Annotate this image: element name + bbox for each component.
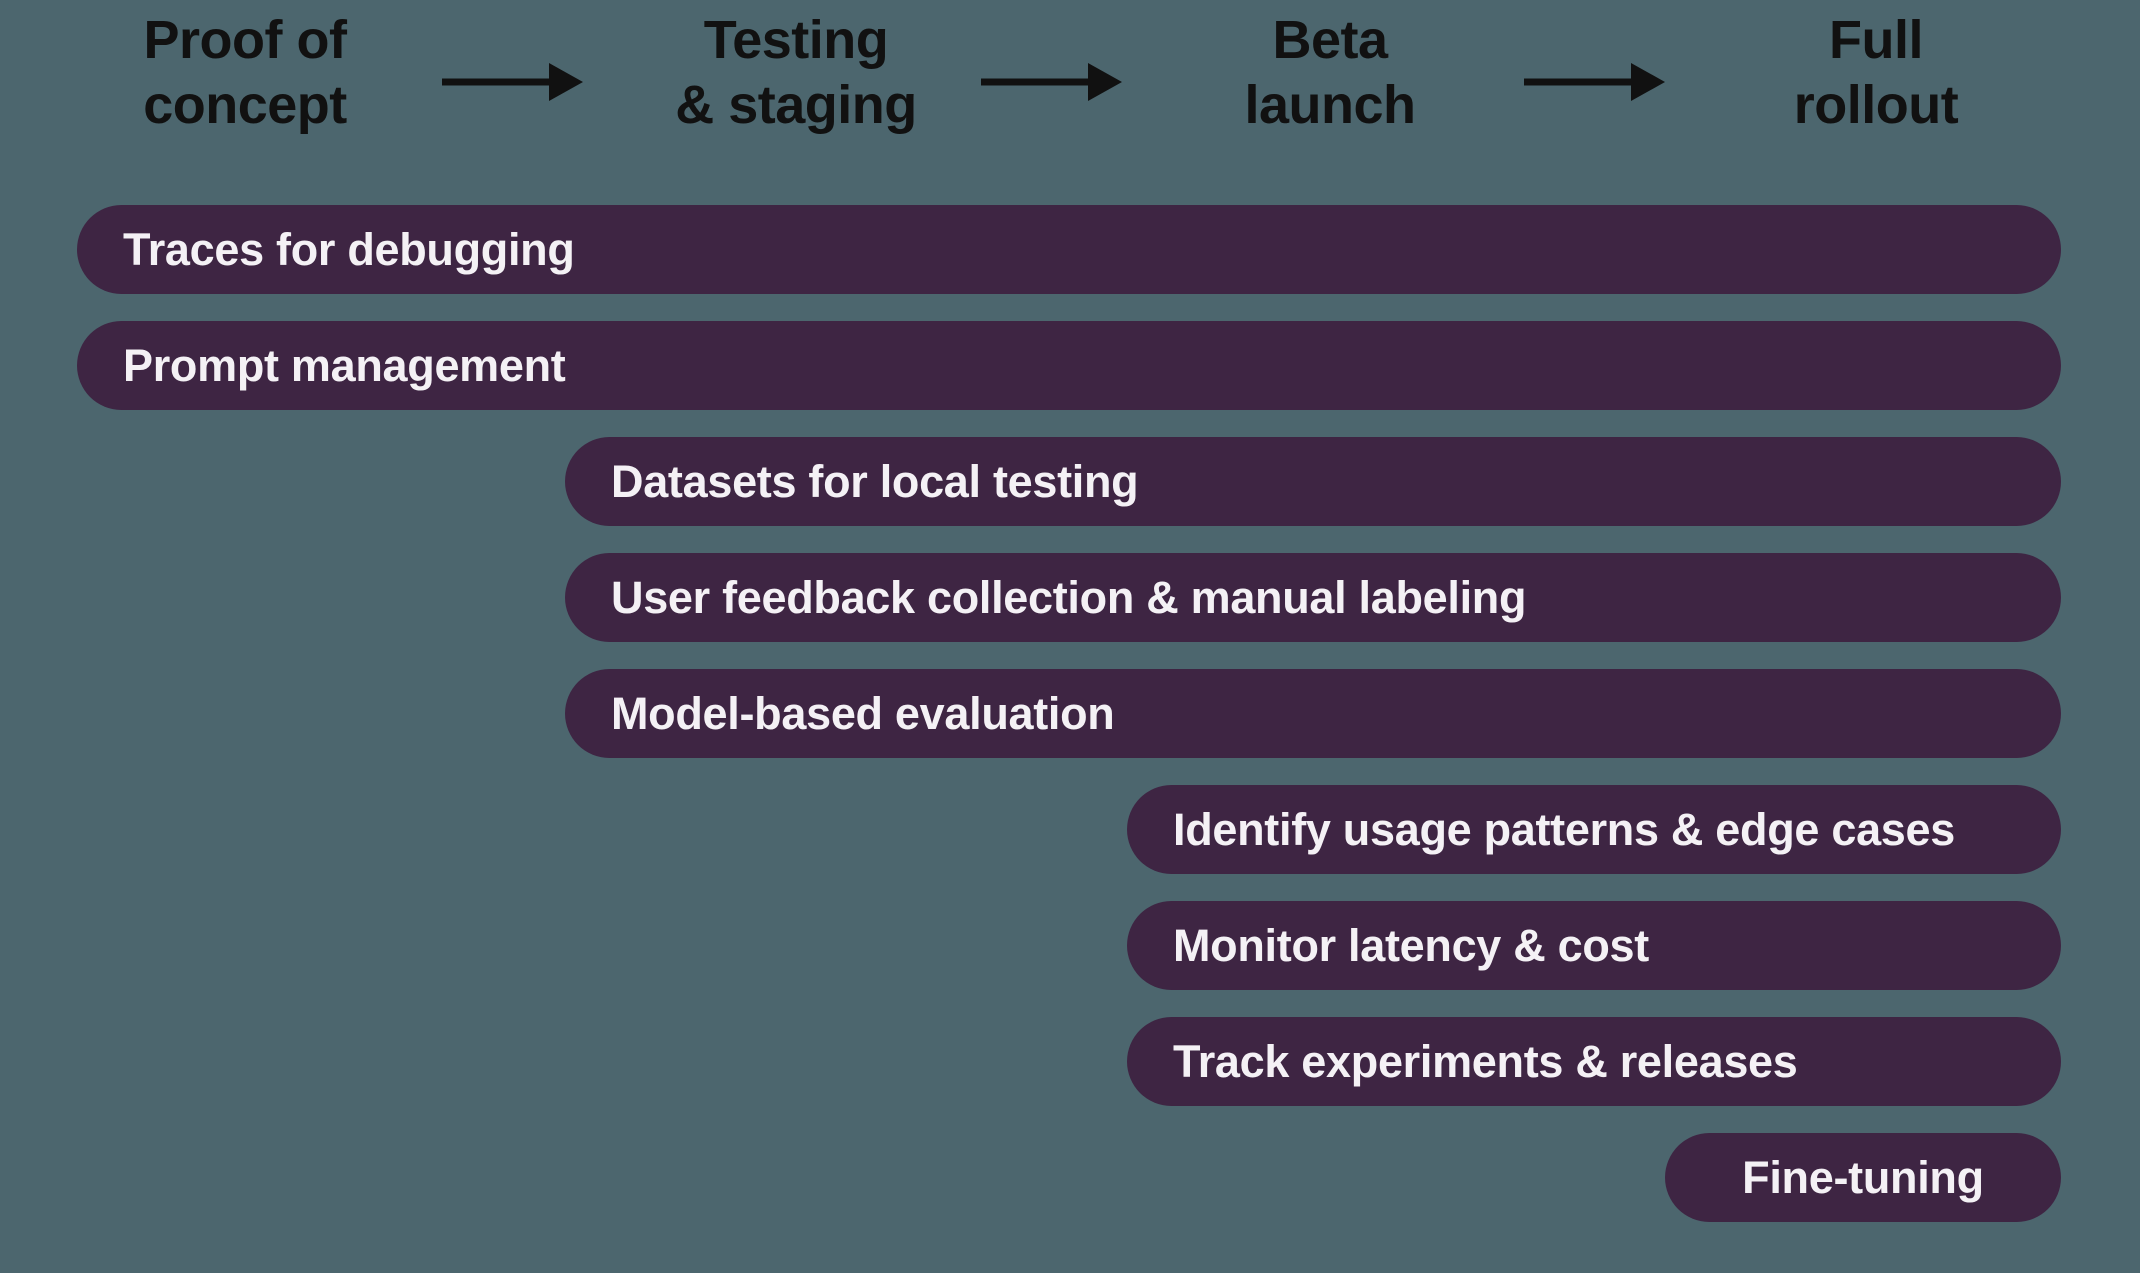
bar-model-based-evaluation: Model-based evaluation	[565, 669, 2061, 758]
bar-identify-usage-patterns: Identify usage patterns & edge cases	[1127, 785, 2061, 874]
stage-header-beta-launch: Beta launch	[1244, 10, 1416, 135]
stage-header-testing-staging: Testing & staging	[675, 10, 917, 135]
bar-datasets-for-local-testing: Datasets for local testing	[565, 437, 2061, 526]
bar-user-feedback-collection: User feedback collection & manual labeli…	[565, 553, 2061, 642]
bar-fine-tuning: Fine-tuning	[1665, 1133, 2061, 1222]
bar-traces-for-debugging: Traces for debugging	[77, 205, 2061, 294]
bar-track-experiments-releases: Track experiments & releases	[1127, 1017, 2061, 1106]
arrow-right-icon	[981, 63, 1122, 101]
bar-monitor-latency-cost: Monitor latency & cost	[1127, 901, 2061, 990]
arrow-right-icon	[1524, 63, 1665, 101]
stage-header-full-rollout: Full rollout	[1793, 10, 1959, 135]
stage-header-proof-of-concept: Proof of concept	[143, 10, 347, 135]
bar-prompt-management: Prompt management	[77, 321, 2061, 410]
arrow-right-icon	[442, 63, 583, 101]
